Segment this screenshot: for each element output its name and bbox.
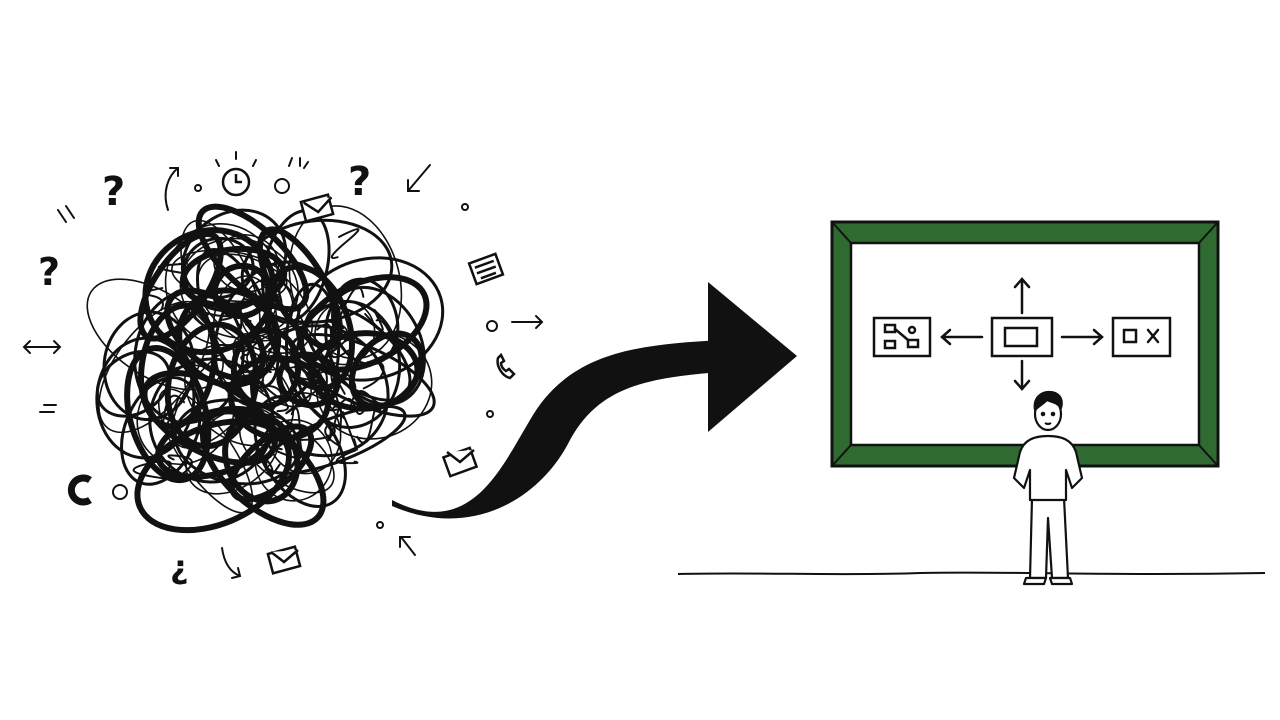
scribble-squiggle [260, 453, 281, 476]
question-mark-2: ? [348, 159, 371, 205]
scribble-squiggle [290, 347, 323, 382]
motion-lines [215, 151, 309, 169]
envelope-icon [299, 193, 335, 223]
presenter-person [1012, 390, 1084, 586]
board-surface [849, 241, 1201, 447]
scribble-squiggle [167, 454, 193, 477]
scribble-squiggle [194, 311, 210, 326]
arrow-icon [164, 167, 179, 211]
scribble-squiggle [335, 449, 359, 465]
scribble-loop [157, 388, 254, 514]
scribble-squiggle [238, 298, 259, 330]
scribble-squiggle [270, 415, 282, 430]
scribble-squiggle [375, 319, 393, 337]
scribble-squiggle [286, 421, 336, 441]
window-card-icon [990, 316, 1054, 358]
scribble-loop [95, 350, 171, 418]
chaos-icons [67, 167, 516, 575]
scribble-squiggle [356, 404, 382, 444]
transition-arrow [392, 282, 797, 519]
person-hair [1033, 390, 1063, 412]
envelope-icon [266, 545, 302, 575]
motion-lines [39, 205, 75, 413]
scribble-loop [124, 345, 212, 484]
scribble-squiggle [330, 228, 360, 259]
scribble-loop [324, 285, 426, 406]
double-arrow-icon [22, 340, 62, 354]
checkbox-close-card-icon [1111, 316, 1172, 358]
document-icon [467, 252, 505, 286]
scribble-squiggle [144, 287, 164, 312]
scribble-squiggle [234, 336, 257, 355]
question-mark-1: ? [102, 169, 125, 215]
scribble-squiggle [330, 325, 350, 359]
scribble-squiggle [320, 370, 338, 412]
scribble-squiggle [349, 390, 389, 411]
scribble-squiggle [162, 394, 186, 429]
scribble-loop [230, 327, 302, 409]
clock-icon [221, 167, 251, 197]
scribble-squiggle [259, 384, 283, 403]
tangled-scribble [86, 203, 445, 534]
scribble-loop [179, 237, 299, 339]
scribble-squiggle [336, 397, 369, 415]
scribble-squiggle [208, 312, 233, 322]
scribble-loop [263, 263, 355, 392]
scribble-squiggle [340, 369, 361, 405]
scribble-loop [180, 208, 288, 313]
scribble-squiggle [244, 319, 275, 345]
envelope-icon [441, 446, 479, 478]
arrow-down-icon [1013, 359, 1031, 391]
arrow-left-icon [940, 328, 984, 346]
chaos-symbols: ? ? ? ¿ [38, 159, 371, 586]
scribble-loop [298, 274, 430, 373]
chaos-arrows [22, 151, 544, 579]
arrow-shaft [392, 340, 720, 519]
scribble-squiggle [240, 353, 272, 374]
scribble-squiggle [268, 345, 293, 354]
scribble-squiggle [292, 375, 319, 401]
arrow-icon [511, 315, 544, 329]
arrow-icon [221, 547, 242, 579]
arrow-icon [407, 164, 431, 192]
arrow-right-icon [1060, 328, 1104, 346]
person-torso [1012, 434, 1084, 502]
arrow-head [708, 282, 797, 432]
question-mark-3: ? [38, 250, 60, 294]
inverted-question-mark: ¿ [170, 548, 189, 586]
scribble-squiggle [285, 387, 322, 415]
scribble-loop [195, 203, 310, 313]
scribble-squiggle [132, 460, 172, 480]
scribble-squiggle [362, 360, 385, 390]
scribble-squiggle [290, 407, 315, 455]
scribble-squiggle [316, 323, 345, 347]
arrow-icon [399, 536, 416, 556]
person-legs [1028, 496, 1070, 580]
scribble-squiggle [261, 379, 289, 413]
magnet-icon [67, 474, 92, 506]
presentation-board [830, 220, 1220, 468]
ground-line [677, 571, 1266, 576]
scribble-loop [102, 310, 196, 422]
phone-icon [496, 352, 516, 380]
scribble-squiggle [331, 405, 358, 451]
scribble-squiggle [157, 262, 188, 275]
flowchart-card-icon [872, 316, 932, 358]
scribble-loop [212, 275, 278, 374]
scribble-squiggle [274, 275, 293, 307]
scribble-loop [182, 236, 255, 300]
scribble-loop [164, 287, 267, 382]
arrow-up-icon [1013, 277, 1031, 315]
scribble-squiggle [268, 446, 302, 460]
